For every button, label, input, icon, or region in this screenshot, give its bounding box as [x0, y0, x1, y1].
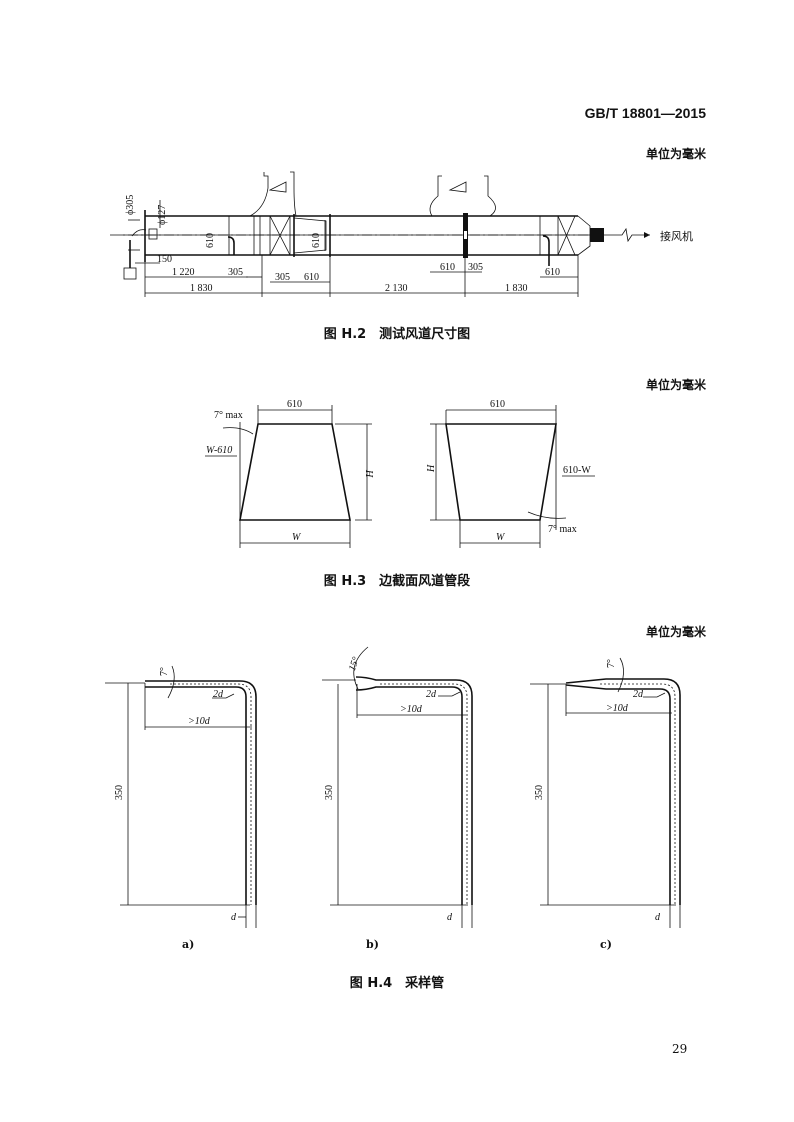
dim: 305	[275, 272, 290, 283]
dim-d127: ϕ127	[157, 205, 168, 225]
sampling-tube-b	[322, 646, 473, 928]
left-angle: 7° max	[214, 410, 243, 421]
dimension-lines	[128, 200, 579, 297]
unit-note: 单位为毫米	[645, 147, 706, 161]
dim: 305	[468, 262, 483, 273]
tube-b-bend: 2d	[426, 689, 437, 700]
dim-610-a: 610	[205, 233, 216, 248]
tube-c-bend: 2d	[633, 689, 644, 700]
tube-c-angle: 7°	[606, 659, 617, 668]
dim: 2 130	[385, 283, 408, 294]
dim-d305: ϕ305	[125, 195, 136, 215]
figure-h2-caption: 图 H.2 测试风道尺寸图	[323, 327, 471, 342]
figure-h3-caption: 图 H.3 边截面风道管段	[323, 574, 471, 589]
right-offset: 610-W	[563, 465, 591, 476]
tube-b-dia: d	[447, 912, 453, 923]
sampling-tube-c	[530, 657, 681, 928]
dim: 305	[228, 267, 243, 278]
dim: 610	[440, 262, 455, 273]
tube-b-height: 350	[324, 785, 335, 800]
right-bottom: W	[496, 532, 506, 543]
tube-c-height: 350	[534, 785, 545, 800]
tube-b-angle: 15°	[347, 656, 362, 673]
left-top-dim: 610	[287, 399, 302, 410]
dim: 1 220	[172, 267, 195, 278]
subfigure-c-label: c)	[600, 938, 612, 951]
dim-610-b: 610	[311, 233, 322, 248]
unit-note: 单位为毫米	[645, 378, 706, 392]
right-top-dim: 610	[490, 399, 505, 410]
dim: 610	[545, 267, 560, 278]
dim: 1 830	[190, 283, 213, 294]
dim: 610	[304, 272, 319, 283]
subfigure-a-label: a)	[182, 938, 195, 951]
left-offset: W-610	[206, 445, 232, 456]
right-height: H	[426, 464, 437, 473]
sampling-tube-a	[105, 665, 257, 928]
page-number: 29	[672, 1042, 688, 1056]
tube-c-dia: d	[655, 912, 661, 923]
right-angle: 7° max	[548, 524, 577, 535]
tube-a-bend: 2d	[213, 689, 224, 700]
tube-b-length: >10d	[400, 704, 423, 715]
tube-a-dia: d	[231, 912, 237, 923]
tube-a-height: 350	[114, 785, 125, 800]
tube-a-length: >10d	[188, 716, 211, 727]
unit-note: 单位为毫米	[645, 625, 706, 639]
tube-c-length: >10d	[606, 703, 629, 714]
left-bottom: W	[292, 532, 302, 543]
figure-h4-caption: 图 H.4 采样管	[349, 976, 445, 991]
tube-a-angle: 7°	[159, 667, 170, 676]
standard-number: GB/T 18801—2015	[584, 105, 706, 121]
left-height: H	[363, 469, 374, 478]
fan-label: 接风机	[660, 229, 693, 243]
subfigure-b-label: b)	[366, 938, 379, 951]
dim: 1 830	[505, 283, 528, 294]
dim: 150	[157, 254, 172, 265]
